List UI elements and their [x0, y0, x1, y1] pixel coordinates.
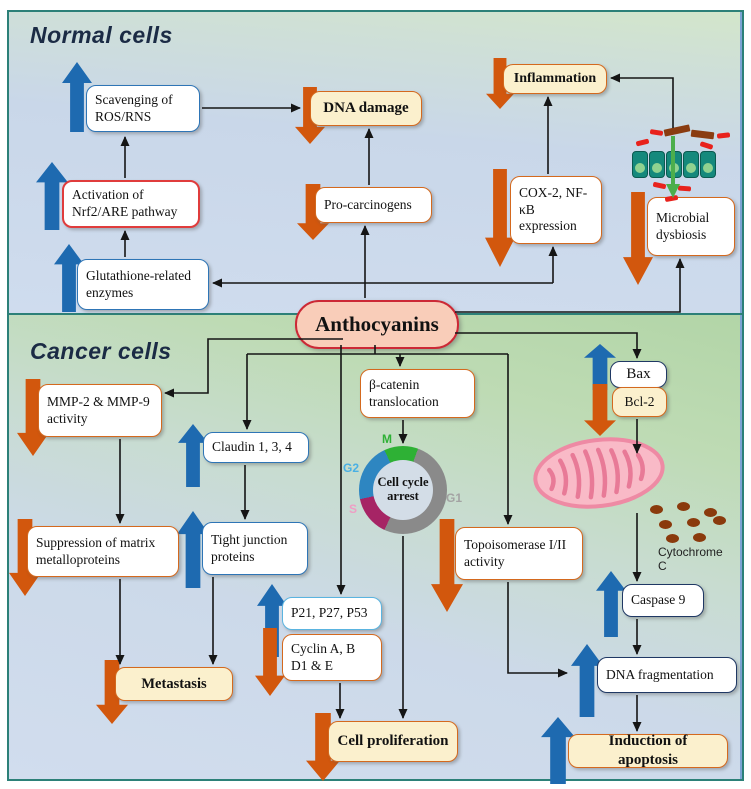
node-cyclin: Cyclin A, B D1 & E	[282, 634, 382, 681]
node-dna-damage: DNA damage	[310, 91, 422, 126]
cell-cycle-arrest-label: Cell cycle arrest	[377, 475, 429, 504]
cytochrome-dot-icon	[677, 502, 690, 511]
cytochrome-dot-icon	[666, 534, 679, 543]
node-glutathione-enzymes: Glutathione-related enzymes	[77, 259, 209, 310]
node-beta-catenin: β-catenin translocation	[360, 369, 475, 418]
phase-m-label: M	[382, 432, 392, 446]
cell-cycle-donut	[359, 446, 447, 534]
cytochrome-dot-icon	[704, 508, 717, 517]
cytochrome-dot-icon	[659, 520, 672, 529]
cytochrome-dot-icon	[687, 518, 700, 527]
node-induction-apoptosis: Induction of apoptosis	[568, 733, 728, 768]
node-bax: Bax	[610, 361, 667, 388]
node-microbial-dysbiosis: Microbial dysbiosis	[647, 197, 735, 256]
cytochrome-c-label: Cytochrome C	[658, 545, 723, 573]
mitochondria-icon	[533, 437, 665, 509]
node-cell-proliferation: Cell proliferation	[328, 721, 458, 762]
node-bcl2: Bcl-2	[612, 387, 667, 417]
translocation-green-arrow-icon	[666, 136, 680, 198]
cell-cycle-donut-hole	[373, 460, 433, 520]
cytochrome-dot-icon	[693, 533, 706, 542]
node-tight-junction: Tight junction proteins	[202, 522, 308, 575]
node-pro-carcinogens: Pro-carcinogens	[315, 187, 432, 223]
node-dna-fragmentation: DNA fragmentation	[597, 657, 737, 693]
phase-g2-label: G2	[343, 461, 360, 475]
node-activation-nrf2-are: Activation of Nrf2/ARE pathway	[62, 180, 200, 228]
normal-cells-title: Normal cells	[30, 22, 173, 48]
node-inflammation: Inflammation	[503, 64, 607, 94]
node-claudin: Claudin 1, 3, 4	[203, 432, 309, 463]
node-anthocyanins: Anthocyanins	[295, 300, 459, 349]
phase-s-label: S	[349, 502, 358, 516]
node-mmp-activity: MMP-2 & MMP-9 activity	[38, 384, 162, 437]
node-topoisomerase: Topoisomerase I/II activity	[455, 527, 583, 580]
cytochrome-dot-icon	[650, 505, 663, 514]
cytochrome-dot-icon	[713, 516, 726, 525]
epithelial-cell-icon	[632, 151, 648, 178]
epithelial-cell-icon	[649, 151, 665, 178]
epithelial-cell-icon	[700, 151, 716, 178]
node-cox2-nfkb: COX-2, NF- κB expression	[510, 176, 602, 244]
node-scavenging-ros-rns: Scavenging of ROS/RNS	[86, 85, 200, 132]
node-p21-p27-p53: P21, P27, P53	[282, 597, 382, 630]
node-caspase9: Caspase 9	[622, 584, 704, 617]
node-metastasis: Metastasis	[115, 667, 233, 701]
epithelial-cell-icon	[683, 151, 699, 178]
phase-g1-label: G1	[446, 491, 463, 505]
cancer-cells-title: Cancer cells	[30, 338, 172, 364]
node-suppression-matrix: Suppression of matrix metalloproteins	[27, 526, 179, 577]
